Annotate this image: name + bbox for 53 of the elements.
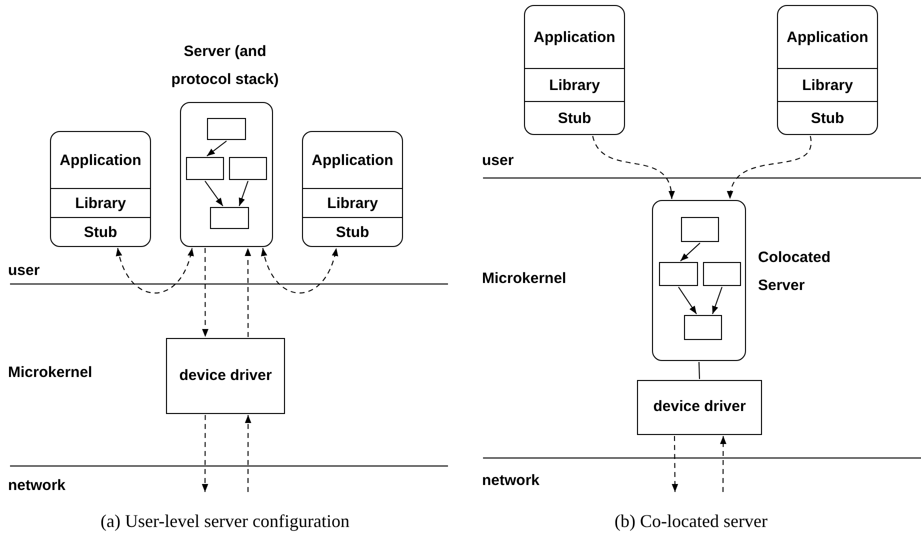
component-box: [681, 217, 719, 242]
component-box: [207, 118, 246, 140]
layer-label: Library: [802, 78, 853, 92]
component-box: [659, 262, 698, 286]
layer-label: Stub: [84, 224, 118, 240]
server-title: Server (and protocol stack): [170, 42, 280, 90]
dashed-arrow: [728, 136, 812, 200]
dashed-arrow: [262, 248, 338, 294]
layer-label: Library: [327, 196, 378, 210]
layer-label: Stub: [336, 224, 370, 240]
component-box: [229, 157, 267, 180]
layer-label: Stub: [558, 110, 592, 126]
arrow: [206, 140, 227, 156]
layer-label: user: [8, 261, 40, 281]
dashed-arrow: [202, 414, 208, 492]
layer-label: Library: [75, 196, 126, 210]
layer-label: Application: [312, 152, 394, 168]
device-driver-box: device driver: [166, 338, 285, 414]
dashed-arrow: [720, 436, 726, 492]
component-box: [703, 262, 741, 286]
layer-label: network: [8, 476, 66, 496]
arrow: [680, 242, 700, 262]
application-stack-box: [777, 5, 878, 135]
layer-label: Library: [549, 78, 600, 92]
layer-label: Application: [60, 152, 142, 168]
layer-label: Microkernel: [482, 269, 566, 289]
dashed-arrow: [244, 248, 252, 338]
application-stack-box: [302, 131, 403, 247]
connector-line: [698, 362, 700, 380]
layer-label: Application: [534, 30, 616, 44]
dashed-arrow: [202, 248, 208, 338]
application-stack-box: [50, 131, 151, 247]
dashed-arrow: [116, 248, 194, 294]
layer-label: network: [482, 471, 540, 491]
dashed-arrow: [244, 414, 252, 492]
component-box: [186, 157, 224, 180]
figure-caption: (a) User-level server configuration: [99, 510, 351, 532]
arrow: [238, 180, 248, 206]
component-box: [210, 207, 249, 229]
layer-label: Microkernel: [8, 363, 92, 383]
device-driver-box: device driver: [637, 380, 762, 435]
figure-caption: (b) Co-located server: [614, 510, 768, 532]
arrow: [204, 180, 224, 206]
arrow: [712, 286, 722, 314]
layer-label: Application: [786, 30, 868, 44]
layer-label: Stub: [810, 110, 844, 126]
arrow: [678, 286, 698, 314]
server-title: Colocated Server: [758, 248, 832, 296]
layer-label: user: [482, 151, 514, 171]
dashed-arrow: [672, 436, 678, 492]
application-stack-box: [524, 5, 625, 135]
component-box: [684, 315, 722, 340]
dashed-arrow: [592, 136, 674, 200]
